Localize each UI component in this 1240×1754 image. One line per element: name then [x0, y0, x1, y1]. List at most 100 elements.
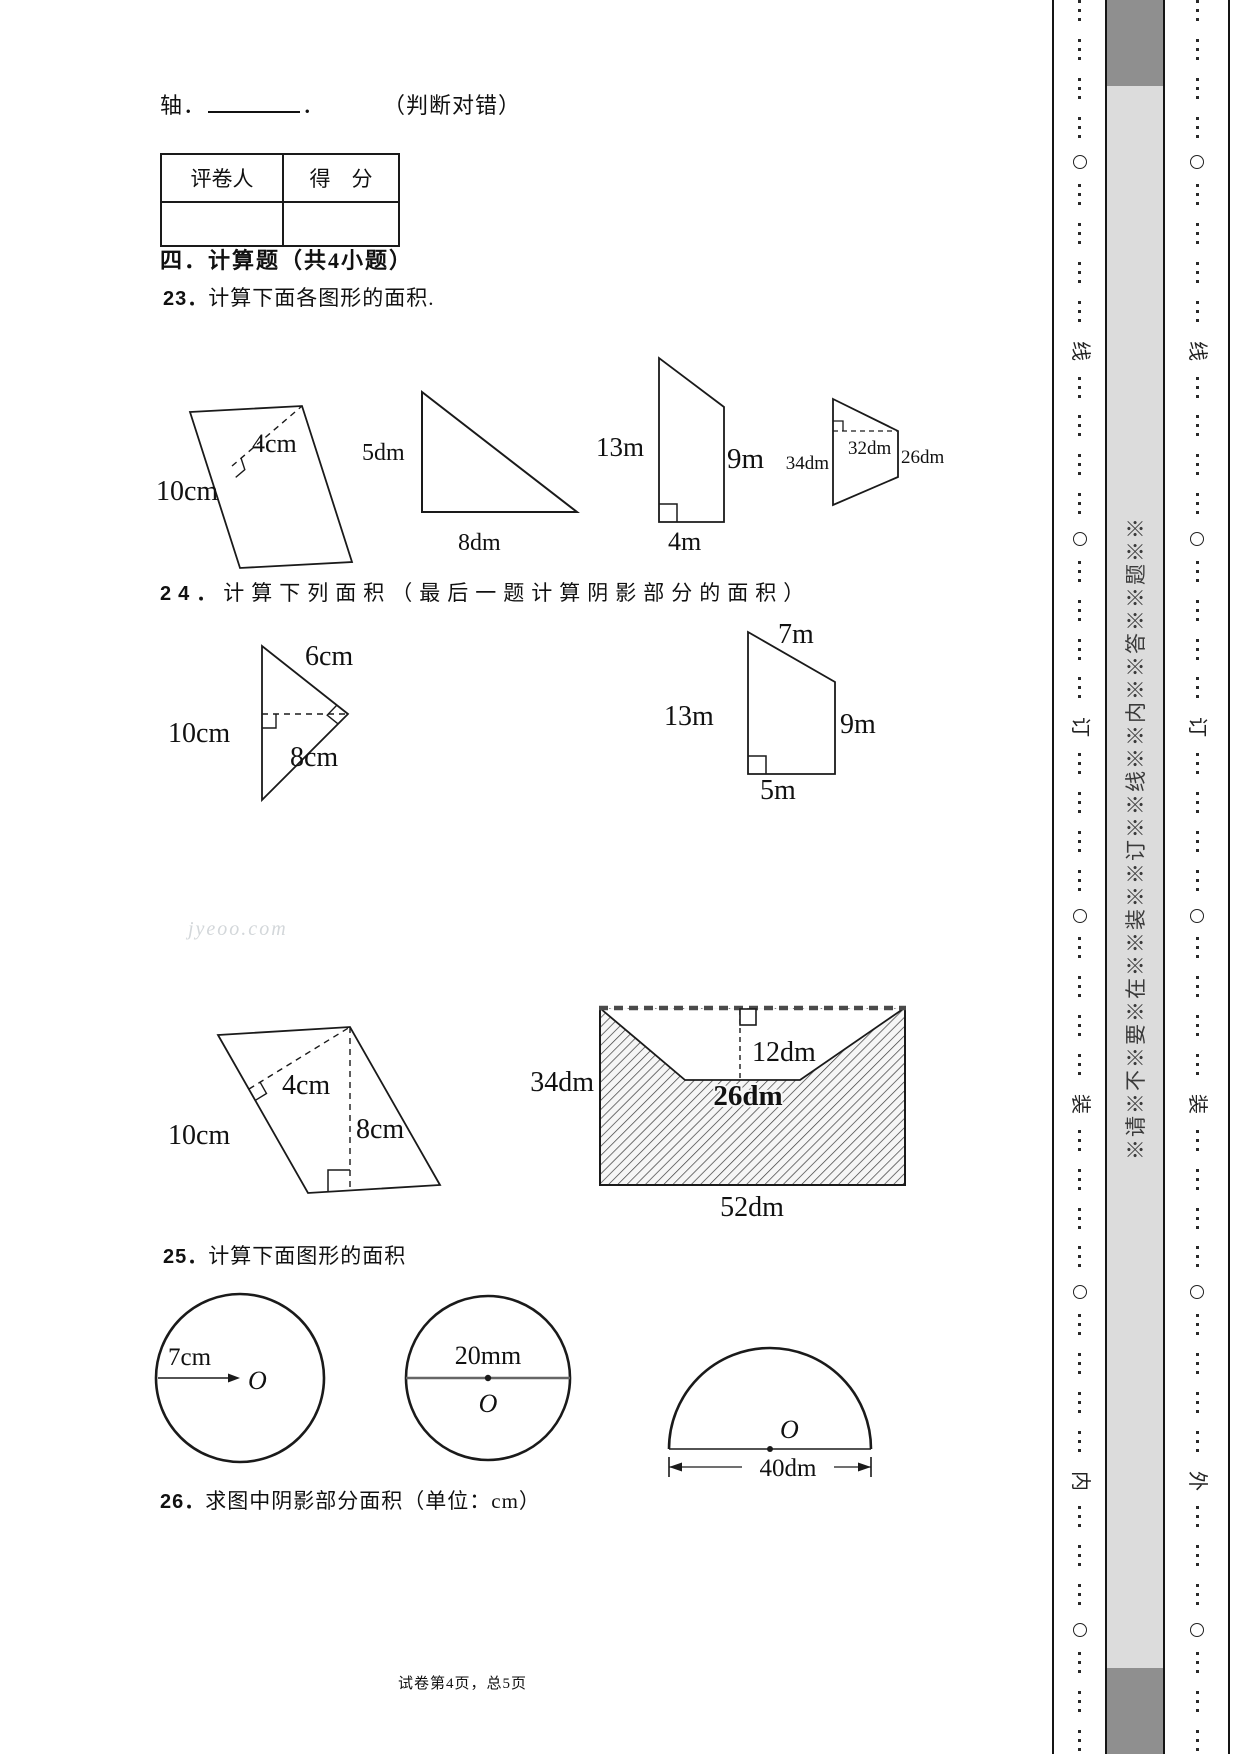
- dotted-line-segment: [1195, 300, 1199, 325]
- dotted-line-segment: [1078, 38, 1081, 63]
- binding-notice-text: ※请※不※要※在※※装※※订※※线※※内※※答※※题※※: [1124, 516, 1148, 1160]
- grader-input-cell[interactable]: [160, 201, 284, 247]
- binding-char: 内: [1068, 1470, 1091, 1491]
- dotted-line-segment: [1078, 77, 1081, 102]
- dotted-line-segment: [1195, 77, 1199, 102]
- question-26-text: 求图中阴影部分面积（单位：cm）: [205, 1489, 541, 1513]
- q24-parallelogram-figure: [216, 1026, 442, 1194]
- right-angle-marker: [748, 755, 767, 774]
- dotted-line-segment: [1195, 376, 1199, 401]
- dotted-line-segment: [1078, 1207, 1081, 1232]
- binding-char: 线: [1068, 340, 1091, 361]
- dotted-line-segment: [1195, 1391, 1199, 1416]
- q25-circle-diameter-figure: [404, 1294, 572, 1462]
- dimension-label: 4cm: [252, 429, 297, 458]
- circle-outline: [154, 1292, 326, 1464]
- binding-char: 装: [1186, 1093, 1208, 1114]
- binding-gray-bar: [1105, 0, 1165, 1754]
- dimension-label: 10cm: [168, 718, 230, 749]
- dotted-line-segment: [1195, 1015, 1199, 1040]
- dotted-line-segment: [1195, 38, 1199, 63]
- arrowhead: [228, 1373, 240, 1383]
- dotted-line-segment: [1195, 560, 1199, 585]
- right-angle-marker: [833, 420, 844, 431]
- dimension-label: 34dm: [530, 1067, 594, 1098]
- binding-circle-mark: [1190, 908, 1204, 923]
- dimension-label: 12dm: [752, 1037, 816, 1068]
- question-23-number: 23．: [163, 288, 209, 310]
- dotted-line-segment: [1195, 1430, 1199, 1455]
- right-angle-marker-apex: [326, 704, 339, 725]
- question-23: 23．计算下面各图形的面积.: [163, 282, 435, 312]
- dotted-line-segment: [1078, 223, 1081, 248]
- binding-column-right: 线订装外: [1166, 0, 1228, 1754]
- dotted-line-segment: [1078, 1690, 1081, 1715]
- dotted-line-segment: [1078, 1246, 1081, 1271]
- binding-circle-mark: [1190, 532, 1204, 547]
- dotted-line-segment: [1078, 1729, 1081, 1754]
- dimension-label: 10cm: [168, 1120, 230, 1151]
- trapezoid-outline: [832, 397, 899, 507]
- right-angle-marker-2: [327, 1169, 350, 1191]
- dotted-line-segment: [1078, 1352, 1081, 1377]
- dotted-line-segment: [1195, 116, 1199, 141]
- dotted-line-segment: [1078, 415, 1081, 440]
- dotted-line-segment: [1078, 869, 1081, 894]
- binding-bar-dark-top: [1107, 0, 1163, 86]
- q24-trapezoid-figure: [747, 630, 836, 775]
- question-25-text: 计算下面图形的面积: [208, 1244, 407, 1268]
- judgment-tail: ．: [302, 93, 326, 118]
- right-angle-marker: [262, 714, 277, 729]
- right-angle-square: [739, 1008, 757, 1026]
- parallelogram-outline: [216, 1026, 442, 1194]
- dimension-label: 7m: [778, 619, 814, 650]
- question-25-number: 25．: [163, 1246, 209, 1268]
- dotted-line-segment: [1195, 1314, 1199, 1339]
- dimension-label: 9m: [727, 443, 765, 475]
- q23-sideways-trapezoid-figure: [832, 397, 899, 507]
- dimension-label: 34dm: [786, 453, 830, 474]
- dimension-label: 26dm: [713, 1080, 782, 1112]
- center-dot: [767, 1446, 773, 1452]
- dotted-line-segment: [1195, 1729, 1199, 1754]
- parallelogram-outline: [188, 405, 354, 569]
- dotted-line-segment: [1078, 1584, 1081, 1609]
- dotted-line-segment: [1195, 976, 1199, 1001]
- semicircle-arc: [667, 1346, 873, 1450]
- binding-char: 订: [1068, 717, 1091, 738]
- q23-parallelogram-figure: [188, 405, 354, 569]
- dotted-line-segment: [1078, 677, 1081, 702]
- dotted-line-segment: [1195, 223, 1199, 248]
- binding-char: 线: [1186, 340, 1208, 361]
- dotted-line-segment: [1078, 792, 1081, 817]
- section-4-heading: 四．计算题（共4小题）: [160, 248, 414, 273]
- notch-white-region: [601, 1009, 903, 1080]
- binding-circle-mark: [1072, 1622, 1087, 1637]
- dotted-line-segment: [1078, 376, 1081, 401]
- score-input-cell[interactable]: [282, 201, 400, 247]
- binding-border-line-outer-right: [1228, 0, 1230, 1754]
- dotted-line-segment: [1195, 1352, 1199, 1377]
- dimension-label: 10cm: [156, 476, 218, 507]
- score-header-cell: 得 分: [282, 153, 400, 203]
- dotted-line-segment: [1195, 677, 1199, 702]
- dimension-label: 8dm: [458, 530, 501, 556]
- dotted-line-segment: [1078, 599, 1081, 624]
- dotted-line-segment: [1195, 599, 1199, 624]
- score-table-header-row: 评卷人 得 分: [160, 153, 400, 203]
- dotted-line-segment: [1078, 1054, 1081, 1079]
- arrowhead-left: [669, 1462, 682, 1472]
- dotted-line-segment: [1078, 0, 1081, 24]
- dotted-line-segment: [1078, 638, 1081, 663]
- dotted-line-segment: [1195, 638, 1199, 663]
- binding-notice: ※请※不※要※在※※装※※订※※线※※内※※答※※题※※: [1107, 0, 1163, 1754]
- dotted-line-segment: [1078, 184, 1081, 209]
- dotted-line-segment: [1195, 753, 1199, 778]
- dotted-line-segment: [1195, 937, 1199, 962]
- triangle-outline: [421, 389, 580, 513]
- dimension-label: 9m: [840, 709, 876, 740]
- center-label: O: [479, 1389, 498, 1418]
- answer-blank[interactable]: [208, 91, 301, 113]
- dotted-line-segment: [1195, 1506, 1199, 1531]
